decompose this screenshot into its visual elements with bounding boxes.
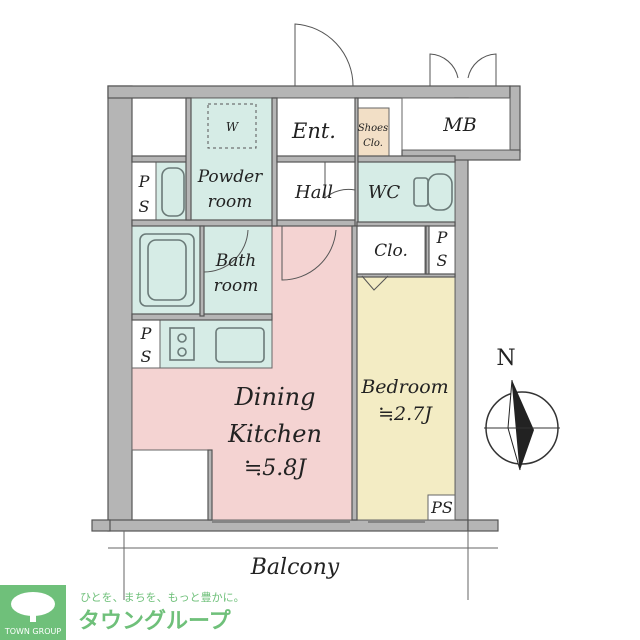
dining-kitchen-label-2: Kitchen xyxy=(227,420,322,448)
shoes-closet-label-1: Shoes xyxy=(358,123,388,134)
brand-tagline: ひとを、まちを、もっと豊かに。 xyxy=(80,591,245,604)
washer-space xyxy=(207,103,257,149)
bathtub-icon xyxy=(139,233,195,307)
sink-nook xyxy=(155,161,191,223)
doors xyxy=(203,23,497,291)
tree-icon xyxy=(11,592,55,616)
balcony-label: Balcony xyxy=(250,555,340,580)
entrance-area xyxy=(275,97,357,159)
fixtures xyxy=(108,103,498,600)
bedroom-label: Bedroom xyxy=(360,376,448,398)
powder-room-label-2: room xyxy=(208,192,253,212)
bedroom-area xyxy=(356,275,456,521)
closet-label: Clo. xyxy=(374,241,408,261)
compass-icon: N xyxy=(484,346,560,471)
compass-north-label: N xyxy=(496,346,515,371)
ps-upper-s: S xyxy=(139,197,150,216)
meter-box-area xyxy=(401,97,511,151)
washbasin-icon xyxy=(161,167,185,217)
ps-shaft-bedroom xyxy=(427,225,456,275)
dining-kitchen-size: ≒5.8J xyxy=(244,456,307,481)
brand-name-en: TOWN GROUP xyxy=(4,627,62,636)
wc-label: WC xyxy=(368,182,401,203)
kitchen-sink-icon xyxy=(215,327,265,363)
bedroom-size: ≒2.7J xyxy=(378,403,433,425)
ps-shaft-bottom xyxy=(427,494,456,521)
ps-kitchen-s: S xyxy=(141,347,152,366)
shoes-closet-label-2: Clo. xyxy=(363,138,383,149)
hall-label: Hall xyxy=(294,182,333,203)
ps-upper-p: P xyxy=(138,172,150,191)
exterior-walls xyxy=(91,85,521,532)
ps-bedroom-p: P xyxy=(436,228,448,247)
washer-label: W xyxy=(226,120,240,134)
dining-kitchen-label-1: Dining xyxy=(234,383,316,411)
room-labels: W Ent. Shoes Clo. MB Powder room Hall WC… xyxy=(138,114,477,580)
bath-room-label-2: room xyxy=(214,276,259,296)
ps-bottom-label: PS xyxy=(430,498,453,517)
brand-name-jp: タウングループ xyxy=(78,608,232,634)
entrance-label: Ent. xyxy=(291,119,336,143)
ps-shaft-kitchen xyxy=(131,319,161,369)
meter-box-label: MB xyxy=(442,114,476,136)
stove-icon xyxy=(169,327,195,361)
bath-room-label-1: Bath xyxy=(215,251,256,271)
ps-kitchen-p: P xyxy=(140,324,152,343)
ps-bedroom-s: S xyxy=(437,251,448,270)
interior-walls xyxy=(131,97,456,521)
powder-room-label-1: Powder xyxy=(197,167,263,187)
wc-area xyxy=(356,161,456,223)
brand-logo: TOWN GROUP ひとを、まちを、もっと豊かに。 タウングループ xyxy=(0,585,245,640)
